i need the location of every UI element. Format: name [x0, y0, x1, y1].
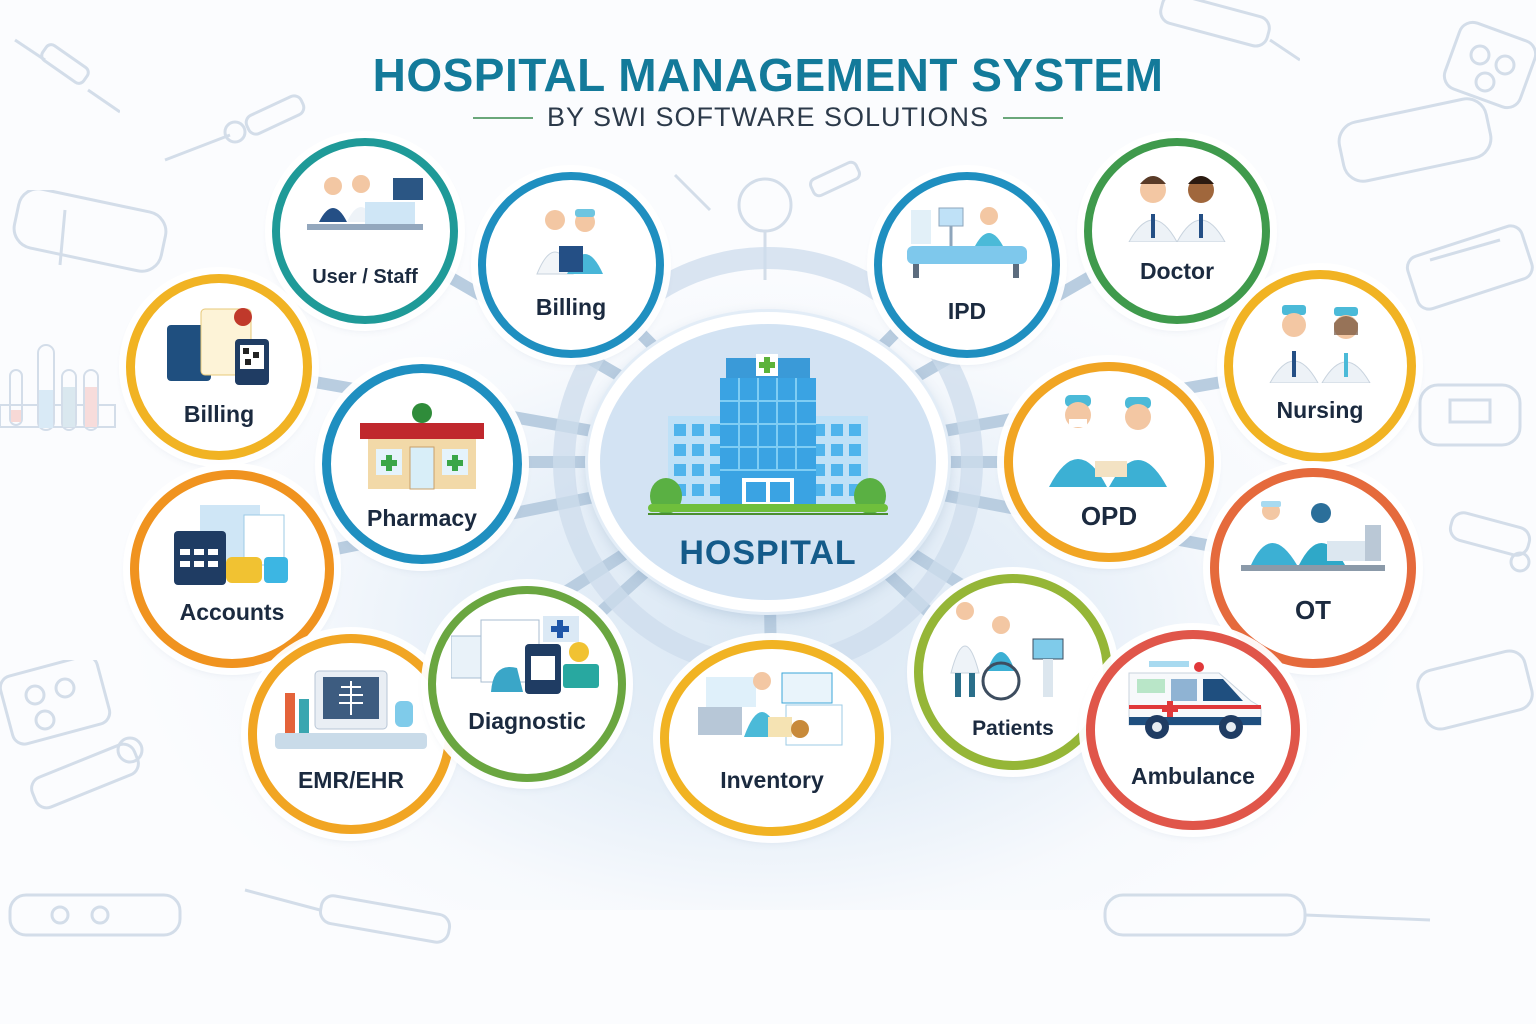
- ambulance-icon: [1119, 661, 1267, 748]
- two-doctors-icon: [1125, 170, 1229, 247]
- module-emr-ehr[interactable]: EMR/EHR: [248, 634, 454, 834]
- syringe-sketch-icon-2: [240, 880, 480, 960]
- monitor-sketch-icon: [1410, 370, 1536, 460]
- module-user-staff[interactable]: User / Staff: [272, 138, 458, 324]
- module-label: Accounts: [179, 599, 285, 625]
- syringe-sketch-icon-3: [1140, 0, 1300, 70]
- pill-blister-sketch-icon: [0, 660, 120, 750]
- module-pharmacy[interactable]: Pharmacy: [322, 364, 522, 564]
- module-label: Ambulance: [1131, 763, 1255, 789]
- module-label: Inventory: [720, 767, 824, 793]
- module-label: OT: [1294, 595, 1332, 625]
- pharmacy-store-icon: [356, 403, 488, 498]
- subtitle: BY SWI SOFTWARE SOLUTIONS: [546, 102, 990, 132]
- module-label: Patients: [972, 717, 1054, 740]
- surgeons-consult-icon: [1047, 391, 1171, 492]
- module-label: Diagnostic: [468, 708, 586, 734]
- module-inventory[interactable]: Inventory: [660, 640, 884, 836]
- module-label: IPD: [947, 298, 987, 324]
- two-nurses-icon: [1264, 303, 1376, 388]
- module-label: Billing: [183, 401, 255, 427]
- module-label: OPD: [1080, 501, 1138, 531]
- lab-reports-icon: [450, 612, 603, 701]
- subtitle-divider-left: [472, 116, 533, 119]
- stethoscope-case-sketch-icon: [1410, 640, 1536, 750]
- module-opd[interactable]: OPD: [1004, 362, 1214, 562]
- module-ambulance[interactable]: Ambulance: [1086, 630, 1300, 830]
- module-label: Doctor: [1139, 258, 1215, 284]
- staff-at-desk-icon: [303, 172, 427, 247]
- thermometer-sketch-icon-2: [1440, 500, 1536, 590]
- hospital-bed-icon: [905, 206, 1029, 287]
- module-ot[interactable]: OT: [1210, 468, 1416, 668]
- inventory-staff-icon: [698, 671, 846, 752]
- module-label: Billing: [535, 294, 607, 320]
- inhaler-sketch-icon: [20, 730, 180, 820]
- hospital-building-icon: [648, 346, 888, 531]
- case-sketch-icon: [1320, 90, 1520, 210]
- module-label: User / Staff: [312, 266, 418, 288]
- doctor-nurse-tablet-icon: [521, 206, 621, 285]
- pill-blister-sketch-icon-2: [1440, 20, 1536, 120]
- module-label: EMR/EHR: [297, 767, 405, 793]
- test-tubes-sketch-icon: [0, 335, 120, 445]
- module-label: Nursing: [1276, 397, 1364, 423]
- invoice-qr-code-icon: [163, 305, 275, 392]
- module-billing-top[interactable]: Billing: [478, 172, 664, 358]
- module-billing-left[interactable]: Billing: [126, 274, 312, 460]
- pill-case-sketch-icon: [5, 190, 175, 280]
- module-doctor[interactable]: Doctor: [1084, 138, 1270, 324]
- subtitle-row: BY SWI SOFTWARE SOLUTIONS: [0, 102, 1536, 133]
- module-accounts[interactable]: Accounts: [130, 470, 334, 668]
- operation-theatre-icon: [1241, 501, 1385, 582]
- hospital-hub[interactable]: HOSPITAL: [588, 312, 948, 612]
- module-nursing[interactable]: Nursing: [1224, 270, 1416, 462]
- module-ipd[interactable]: IPD: [874, 172, 1060, 358]
- syringe-sketch-icon: [10, 30, 120, 120]
- device-sketch-icon: [1390, 220, 1536, 320]
- module-patients[interactable]: Patients: [914, 574, 1112, 770]
- page-title: HOSPITAL MANAGEMENT SYSTEM: [372, 49, 1164, 101]
- tray-sketch-icon: [0, 880, 200, 950]
- xray-monitor-icon: [271, 667, 431, 758]
- subtitle-divider-right: [1003, 116, 1064, 119]
- module-label: Pharmacy: [367, 505, 477, 531]
- module-diagnostic[interactable]: Diagnostic: [428, 586, 626, 782]
- wheelchair-patient-icon: [947, 601, 1079, 708]
- calculator-coins-icon: [170, 501, 294, 596]
- hub-label: HOSPITAL: [679, 534, 857, 572]
- syringe-sketch-icon-4: [1100, 880, 1440, 960]
- thermometer-sketch-icon: [160, 90, 320, 170]
